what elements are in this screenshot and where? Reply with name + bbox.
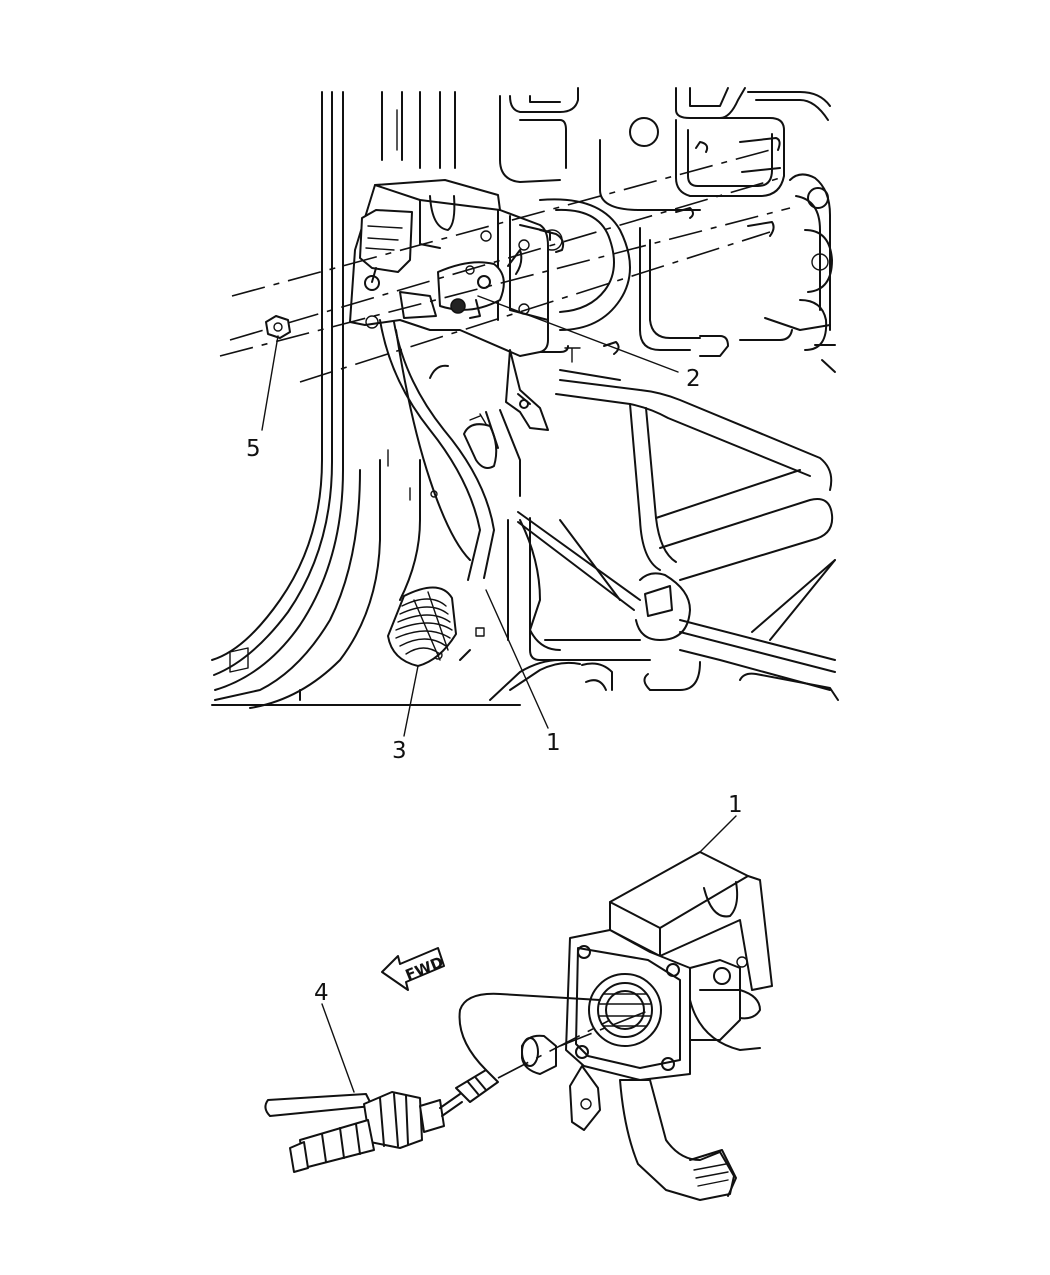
pedal-pad (387, 586, 457, 667)
callout-2: 2 (686, 366, 701, 392)
leader-master-cylinder (321, 1003, 355, 1093)
nut (265, 315, 291, 339)
bottom-pedal-assembly (565, 851, 773, 1201)
leader-pedal-pad (403, 665, 419, 737)
top-pedal-bracket (349, 179, 565, 431)
leader-bottom-pedal-assembly (699, 815, 737, 853)
callout-3: 3 (392, 738, 407, 764)
left-body-panel (211, 91, 521, 709)
pedal-position-sensor (359, 209, 413, 291)
fwd-arrow: FWD (381, 947, 446, 991)
lower-cross-member (433, 379, 839, 701)
stud-alignment-lines (219, 137, 791, 383)
dash-panel-structure (499, 87, 836, 381)
leader-nut (261, 335, 279, 431)
pushrod-bushing (521, 1034, 557, 1075)
leader-top-pedal-assembly (485, 589, 549, 729)
top-leader-lines (261, 295, 679, 737)
leader-sensor (477, 295, 679, 373)
top-vehicle-body-view (211, 87, 839, 709)
bottom-assembly-view: FWD (264, 851, 773, 1201)
master-cylinder (264, 992, 651, 1173)
callout-5: 5 (246, 436, 261, 462)
bottom-leader-lines (321, 815, 737, 1093)
callout-4: 4 (314, 980, 329, 1006)
top-pedal-arm (379, 319, 521, 581)
callout-1-top: 1 (546, 730, 561, 756)
callout-1-bottom: 1 (728, 792, 743, 818)
